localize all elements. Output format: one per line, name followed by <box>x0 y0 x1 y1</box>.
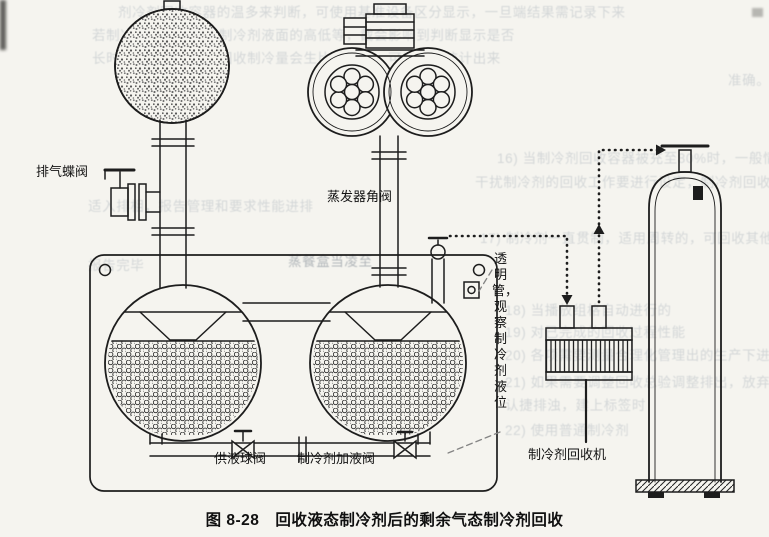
cylinder-valve <box>678 149 692 173</box>
figure-caption: 图 8-28 回收液态制冷剂后的剩余气态制冷剂回收 <box>205 512 564 529</box>
label-transparent-tube: 透明管，观察制冷剂液位 <box>492 251 519 410</box>
scan-edge-artifact <box>0 0 6 50</box>
evaporator-angle-valve <box>427 236 449 304</box>
refrigerant-charge-valve <box>393 430 417 460</box>
label-exhaust-butterfly-valve: 排气蝶阀 <box>36 164 89 179</box>
unit-frame <box>89 254 498 492</box>
scan-mark-artifact <box>752 8 763 17</box>
sight-glass-transparent-tube <box>463 281 480 299</box>
speckled-sphere-vessel <box>114 0 230 124</box>
gas-flow-dotted-lines <box>448 148 660 304</box>
compressor <box>307 47 473 137</box>
liquid-supply-pipe <box>149 436 431 463</box>
compressor-discharge-pipe <box>371 135 407 288</box>
supply-ball-valve <box>231 429 255 460</box>
compressor-motor-block <box>343 3 425 57</box>
label-evaporator-angle-valve: 蒸发器角阀 <box>327 189 393 204</box>
label-recovery-machine: 制冷剂回收机 <box>528 447 607 462</box>
recovery-machine <box>545 305 633 444</box>
sphere-neck-pipe <box>151 119 195 289</box>
left-shell-vessel <box>104 284 262 445</box>
right-shell-vessel <box>309 284 467 445</box>
label-supply-ball-valve: 供液球阀 <box>214 451 267 466</box>
exhaust-butterfly-valve <box>103 168 161 221</box>
label-leader-lines <box>447 269 501 454</box>
flow-arrows <box>561 144 666 305</box>
crossover-duct <box>242 302 331 322</box>
label-refrigerant-charge-valve: 制冷剂加液阀 <box>297 451 376 466</box>
recovery-cylinder <box>635 144 735 498</box>
